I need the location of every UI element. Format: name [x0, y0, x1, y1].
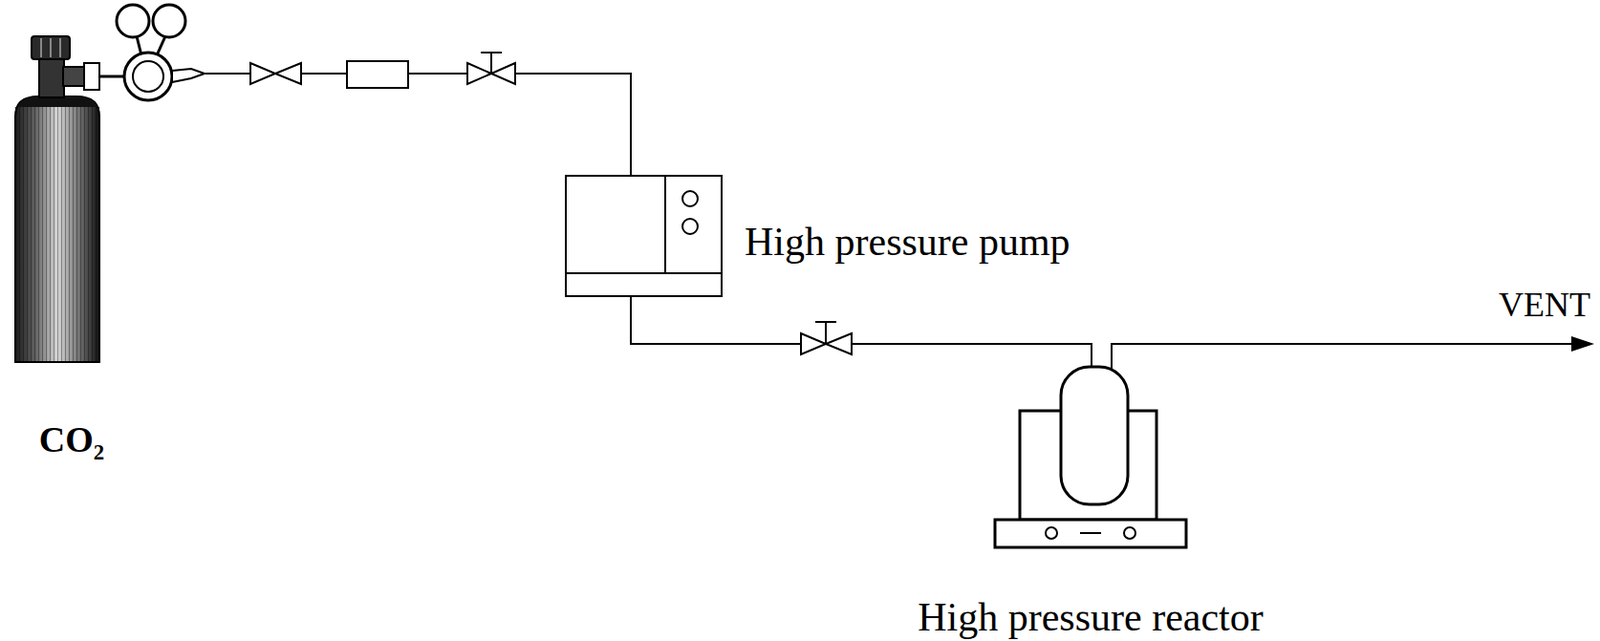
- pipe-line: [205, 73, 631, 176]
- pipe-connector: [630, 296, 1092, 368]
- gas-cylinder-node: CO₂: [9, 1, 206, 364]
- reactor-vessel: [994, 367, 1187, 548]
- vent-label: VENT: [1498, 285, 1591, 325]
- line-filter: [346, 61, 409, 88]
- vent-line: [1111, 336, 1595, 370]
- pump-node: High pressure pump: [565, 175, 722, 297]
- equipment-label: High pressure reactor: [917, 594, 1264, 641]
- pump-unit: [565, 175, 722, 297]
- pipe-connector: [205, 73, 631, 176]
- reactor-node: High pressure reactor: [994, 367, 1187, 548]
- gas-cylinder: [15, 36, 100, 363]
- needle-valve: [467, 52, 516, 85]
- needle-valve: [800, 322, 852, 355]
- pipe-line: [630, 296, 1092, 368]
- equipment-label: High pressure pump: [744, 218, 1071, 265]
- equipment-label: CO₂: [39, 419, 105, 462]
- ball-valve: [250, 63, 302, 85]
- pressure-regulator: [99, 4, 205, 101]
